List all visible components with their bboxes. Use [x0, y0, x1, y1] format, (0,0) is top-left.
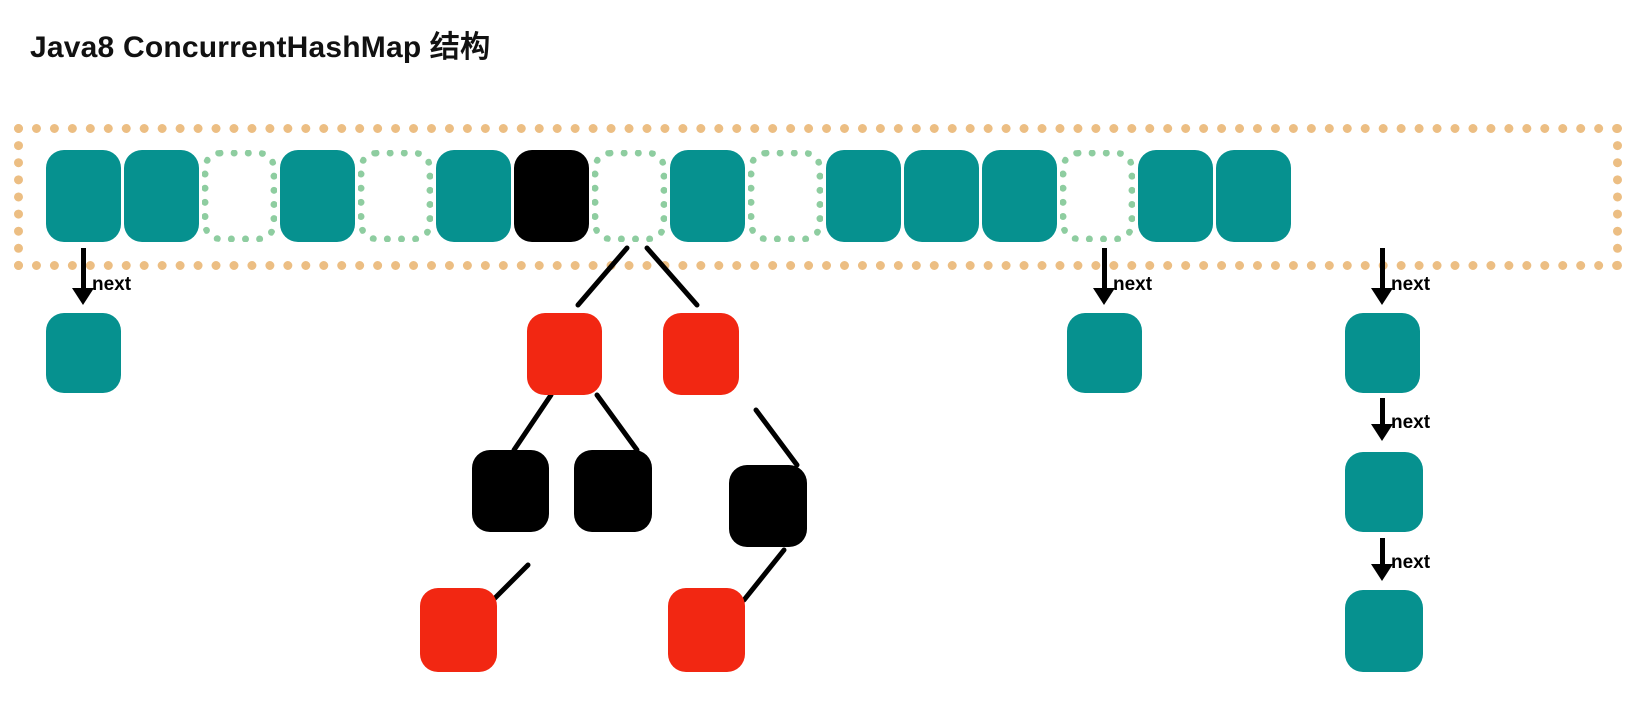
next-label-bucket-11: next [1113, 274, 1153, 295]
array-cell-10[interactable] [826, 150, 901, 242]
next-arrow-line-bucket-14-3 [1380, 538, 1385, 566]
list-node-bucket-14-2[interactable] [1345, 452, 1423, 532]
next-arrow-head-bucket-11 [1093, 288, 1115, 305]
next-label-bucket-0: next [92, 274, 132, 295]
array-cell-6[interactable] [514, 150, 589, 242]
list-node-bucket-0-1[interactable] [46, 313, 121, 393]
list-node-bucket-14-3[interactable] [1345, 590, 1423, 672]
array-cell-5[interactable] [436, 150, 511, 242]
array-cell-2[interactable] [202, 150, 277, 242]
next-arrow-line-bucket-0 [81, 248, 86, 290]
next-label-bucket-14-1: next [1391, 274, 1431, 295]
tree-edge-r-rr [753, 407, 800, 468]
array-cell-15[interactable] [1216, 150, 1291, 242]
next-arrow-head-bucket-14-3 [1371, 564, 1393, 581]
tree-edge-l-ll [511, 392, 554, 453]
list-node-bucket-14-1[interactable] [1345, 313, 1420, 393]
next-arrow-line-bucket-11 [1102, 248, 1107, 290]
array-cell-14[interactable] [1138, 150, 1213, 242]
list-node-bucket-11-1[interactable] [1067, 313, 1142, 393]
tree-node-level1-left-red[interactable] [527, 313, 602, 395]
array-cell-11[interactable] [904, 150, 979, 242]
tree-node-level2-mid-black[interactable] [574, 450, 652, 532]
array-cell-13[interactable] [1060, 150, 1135, 242]
next-label-bucket-14-2: next [1391, 412, 1431, 433]
tree-node-level1-right-red[interactable] [663, 313, 739, 395]
array-cell-9[interactable] [748, 150, 823, 242]
array-cell-3[interactable] [280, 150, 355, 242]
tree-node-level2-right-black[interactable] [729, 465, 807, 547]
array-cell-1[interactable] [124, 150, 199, 242]
array-cell-8[interactable] [670, 150, 745, 242]
next-arrow-line-bucket-14-1 [1380, 248, 1385, 290]
hash-table-array-cells [46, 150, 1291, 242]
next-arrow-head-bucket-14-2 [1371, 424, 1393, 441]
array-cell-7[interactable] [592, 150, 667, 242]
next-label-bucket-14-3: next [1391, 552, 1431, 573]
tree-edge-rr-rrl [741, 547, 787, 603]
page-title: Java8 ConcurrentHashMap 结构 [30, 31, 491, 64]
array-cell-4[interactable] [358, 150, 433, 242]
tree-edge-l-lr [594, 392, 640, 453]
tree-node-level3-right-red[interactable] [668, 588, 745, 672]
next-arrow-line-bucket-14-2 [1380, 398, 1385, 426]
tree-node-level3-left-red[interactable] [420, 588, 497, 672]
next-arrow-head-bucket-14-1 [1371, 288, 1393, 305]
tree-node-level2-left-black[interactable] [472, 450, 549, 532]
next-arrow-head-bucket-0 [72, 288, 94, 305]
hash-table-array-container [14, 124, 1622, 270]
array-cell-12[interactable] [982, 150, 1057, 242]
array-cell-0[interactable] [46, 150, 121, 242]
